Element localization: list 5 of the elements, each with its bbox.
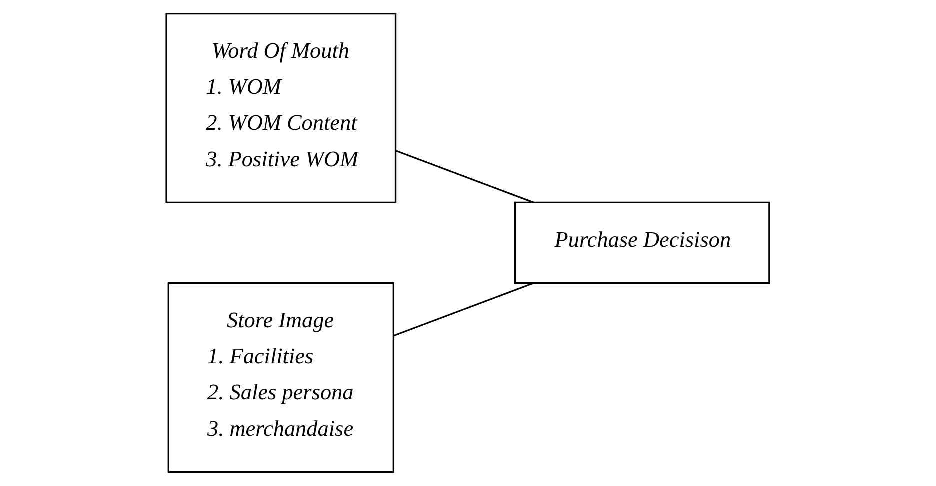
connector	[394, 282, 534, 337]
node-box: Purchase Decisison	[514, 202, 770, 284]
connector	[396, 150, 534, 204]
node-box: Store Image 1. Facilities 2. Sales persona 3. merchandaise	[168, 282, 395, 474]
node-box: Word Of Mouth 1. WOM 2. WOM Content 3. Positive WOM	[166, 12, 397, 204]
